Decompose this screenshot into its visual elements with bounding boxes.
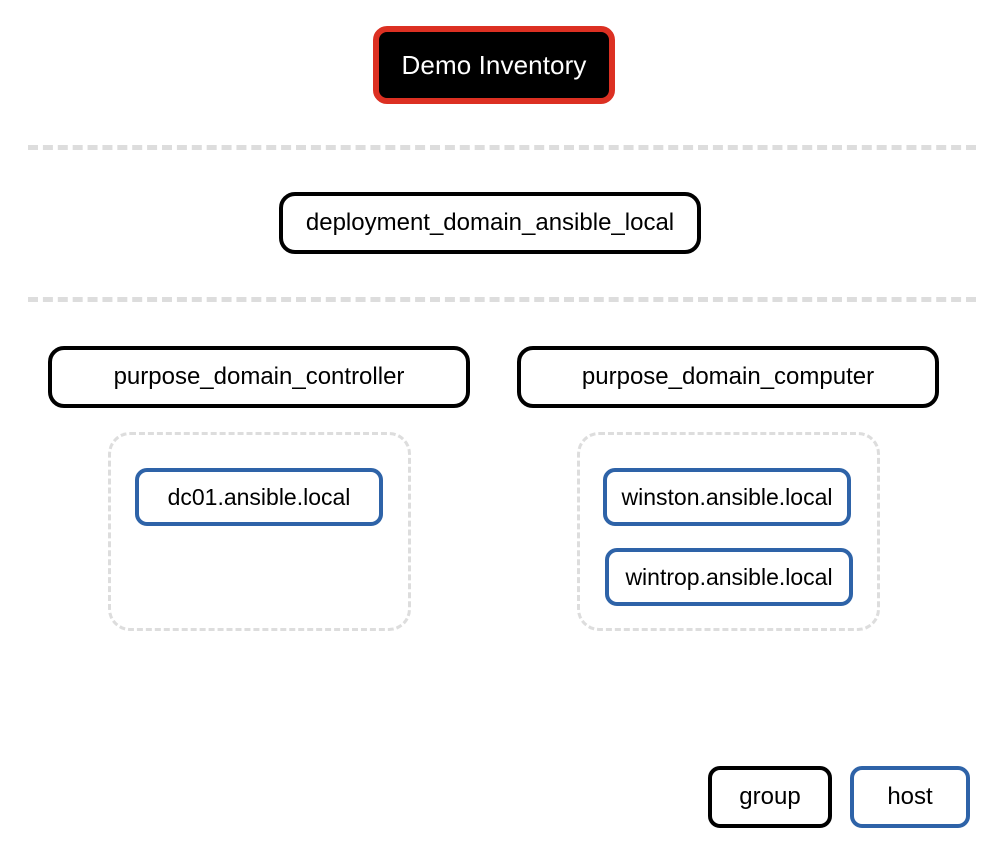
host-node-winston-ansible-local[interactable]: winston.ansible.local xyxy=(603,468,851,526)
group-node-purpose-domain-computer[interactable]: purpose_domain_computer xyxy=(517,346,939,408)
host-cluster-purpose-domain-computer xyxy=(577,432,880,631)
group-node-label: purpose_domain_controller xyxy=(113,363,405,390)
legend-item-group[interactable]: group xyxy=(708,766,832,828)
group-node-label: purpose_domain_computer xyxy=(581,363,875,390)
group-node-label: deployment_domain_ansible_local xyxy=(305,209,675,236)
legend-item-host[interactable]: host xyxy=(850,766,970,828)
level-separator-2 xyxy=(28,297,976,302)
inventory-root-label: Demo Inventory xyxy=(401,50,587,80)
group-node-deployment-domain-ansible-local[interactable]: deployment_domain_ansible_local xyxy=(279,192,701,254)
host-cluster-purpose-domain-controller xyxy=(108,432,411,631)
level-separator-1 xyxy=(28,145,976,150)
legend-item-group-label: group xyxy=(739,783,801,810)
group-node-purpose-domain-controller[interactable]: purpose_domain_controller xyxy=(48,346,470,408)
host-node-wintrop-ansible-local[interactable]: wintrop.ansible.local xyxy=(605,548,853,606)
host-node-dc01-ansible-local[interactable]: dc01.ansible.local xyxy=(135,468,383,526)
host-node-label: dc01.ansible.local xyxy=(167,483,351,510)
legend-item-host-label: host xyxy=(887,783,933,810)
host-node-label: wintrop.ansible.local xyxy=(625,563,833,590)
host-node-label: winston.ansible.local xyxy=(621,483,833,510)
inventory-root-node[interactable]: Demo Inventory xyxy=(373,26,615,104)
